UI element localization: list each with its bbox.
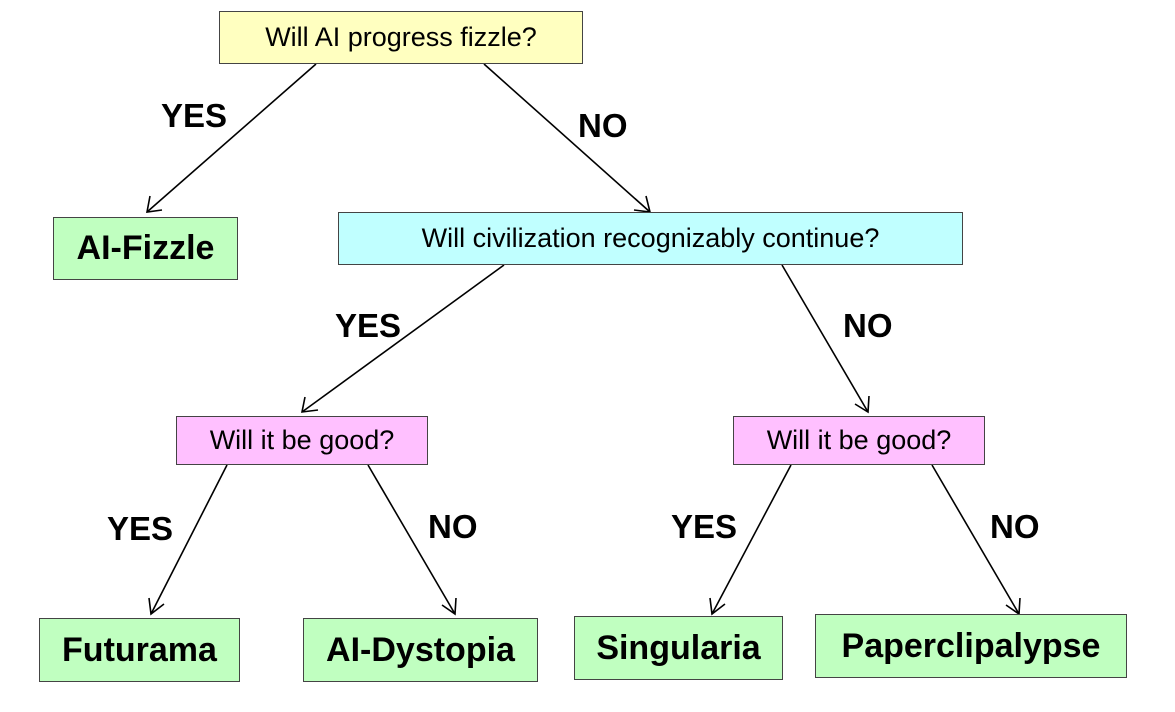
arrowhead-good-left-no <box>441 597 457 616</box>
question-root-label: Will AI progress fizzle? <box>265 22 537 52</box>
edge-good-left-yes <box>150 464 228 615</box>
edge-good-right-no <box>931 464 1020 615</box>
outcome-singularia-label: Singularia <box>596 628 761 667</box>
outcome-futurama-label: Futurama <box>62 630 217 669</box>
arrowhead-civ-yes <box>300 396 319 413</box>
question-good-right-label: Will it be good? <box>766 425 952 455</box>
outcome-ai-dystopia: AI-Dystopia <box>303 618 538 682</box>
question-root: Will AI progress fizzle? <box>219 11 583 64</box>
edge-good-right-yes <box>711 464 792 615</box>
arrowhead-root-yes <box>146 195 163 213</box>
arrowhead-civ-no <box>854 395 870 414</box>
question-good-right: Will it be good? <box>733 416 985 465</box>
edge-label-good-left-no: NO <box>428 508 478 545</box>
edge-root-no <box>483 63 651 213</box>
edge-root-yes <box>146 63 317 213</box>
outcome-ai-fizzle: AI-Fizzle <box>53 217 238 280</box>
question-good-left: Will it be good? <box>176 416 428 465</box>
edge-good-left-no <box>367 464 456 615</box>
edge-label-good-right-yes: YES <box>671 508 738 545</box>
question-good-left-label: Will it be good? <box>209 425 395 455</box>
edge-civ-no <box>781 264 869 413</box>
edge-label-root-no: NO <box>578 107 628 144</box>
outcome-paperclipalypse: Paperclipalypse <box>815 614 1127 678</box>
question-civilization-label: Will civilization recognizably continue? <box>421 223 880 253</box>
edge-label-root-yes: YES <box>161 97 228 134</box>
outcome-paperclipalypse-label: Paperclipalypse <box>841 626 1101 665</box>
outcome-singularia: Singularia <box>574 616 783 680</box>
outcome-ai-dystopia-label: AI-Dystopia <box>326 630 515 669</box>
outcome-ai-fizzle-label: AI-Fizzle <box>76 229 215 267</box>
edge-label-civ-yes: YES <box>335 307 402 344</box>
edge-label-good-right-no: NO <box>990 508 1040 545</box>
question-civilization: Will civilization recognizably continue? <box>338 212 963 265</box>
edge-civ-yes <box>301 264 505 413</box>
edge-label-civ-no: NO <box>843 307 893 344</box>
arrowhead-good-left-yes <box>148 597 165 616</box>
arrowhead-good-right-yes <box>709 597 726 616</box>
edge-label-good-left-yes: YES <box>107 510 174 547</box>
outcome-futurama: Futurama <box>39 618 240 682</box>
